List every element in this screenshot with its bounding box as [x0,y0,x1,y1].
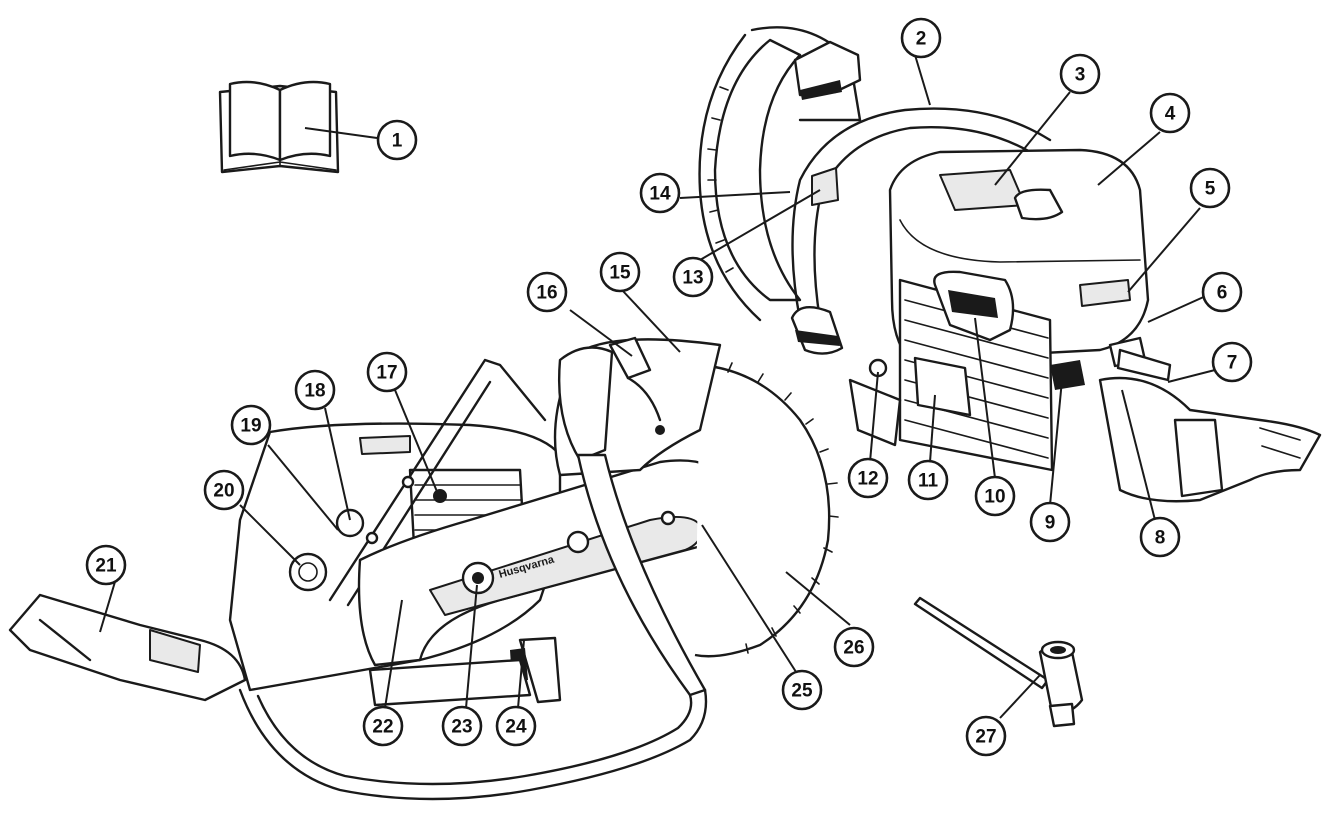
callout-circle [441,705,483,747]
callout-circle [294,369,336,411]
blade-guard-rear [698,26,862,322]
callout-circle [1201,271,1243,313]
callout-circle [1149,92,1191,134]
callout-10: 10 [974,475,1016,517]
callout-2: 2 [900,17,942,59]
callout-9: 9 [1029,501,1071,543]
callout-circle [847,457,889,499]
callout-number: 15 [609,263,631,284]
callout-number: 14 [649,184,671,205]
callout-circle [366,351,408,393]
callout-circle [362,705,404,747]
callout-20: 20 [203,469,245,511]
callout-number: 16 [536,283,557,304]
callout-circle [965,715,1007,757]
callout-circle [907,459,949,501]
cylinder-cover-grille [898,278,1054,472]
manual-book-icon [218,80,340,174]
callout-number: 25 [791,681,813,702]
callout-18: 18 [294,369,336,411]
callout-8: 8 [1139,516,1181,558]
callout-17: 17 [366,351,408,393]
callout-13: 13 [672,256,714,298]
callout-19: 19 [230,404,272,446]
callout-circle [203,469,245,511]
callout-number: 8 [1155,528,1166,549]
callout-5: 5 [1189,167,1231,209]
callout-21: 21 [85,544,127,586]
callout-22: 22 [362,705,404,747]
callout-circle [526,271,568,313]
callout-circle [376,119,418,161]
callout-number: 19 [240,416,261,437]
callout-circle [599,251,641,293]
callout-number: 10 [984,487,1005,508]
callout-27: 27 [965,715,1007,757]
callout-circle [639,172,681,214]
power-cutter-rear-view [698,26,1322,503]
callout-number: 13 [682,268,703,289]
callout-15: 15 [599,251,641,293]
callout-circle [1139,516,1181,558]
callout-number: 1 [392,131,403,152]
callout-number: 18 [304,381,325,402]
callout-4: 4 [1149,92,1191,134]
callout-circle [781,669,823,711]
callout-circle [833,626,875,668]
callout-number: 24 [505,717,527,738]
callout-number: 9 [1045,513,1056,534]
callout-number: 11 [918,471,939,492]
callout-25: 25 [781,669,823,711]
callout-number: 17 [376,363,397,384]
callout-circle [1189,167,1231,209]
callout-circle [1029,501,1071,543]
callout-number: 4 [1165,104,1176,125]
callout-circle [495,705,537,747]
callout-number: 12 [857,469,878,490]
callout-24: 24 [495,705,537,747]
callout-circle [672,256,714,298]
callout-circle [1211,341,1253,383]
callout-number: 7 [1227,353,1238,374]
callout-number: 2 [916,29,927,50]
callout-14: 14 [639,172,681,214]
callout-circle [974,475,1016,517]
callout-7: 7 [1211,341,1253,383]
callout-number: 22 [372,717,393,738]
callout-number: 23 [451,717,472,738]
front-handle [791,107,1052,322]
callout-3: 3 [1059,53,1101,95]
callout-number: 26 [843,638,864,659]
callout-number: 6 [1217,283,1228,304]
leader-lines [99,54,1216,719]
callout-12: 12 [847,457,889,499]
power-cutter-front-view: Husqvarna [8,336,839,801]
callout-number: 5 [1205,179,1216,200]
callout-number: 21 [95,556,117,577]
rear-handle-front [8,593,247,702]
callout-circle [85,544,127,586]
callout-6: 6 [1201,271,1243,313]
callout-11: 11 [907,459,949,501]
callout-1: 1 [376,119,418,161]
callout-circle [1059,53,1101,95]
callout-26: 26 [833,626,875,668]
callout-23: 23 [441,705,483,747]
callout-16: 16 [526,271,568,313]
callout-number: 20 [213,481,234,502]
combination-wrench-icon [913,596,1084,728]
callout-number: 3 [1075,65,1086,86]
callout-circle [230,404,272,446]
cutting-blade [694,362,839,658]
callout-number: 27 [975,727,996,748]
callout-circle [900,17,942,59]
